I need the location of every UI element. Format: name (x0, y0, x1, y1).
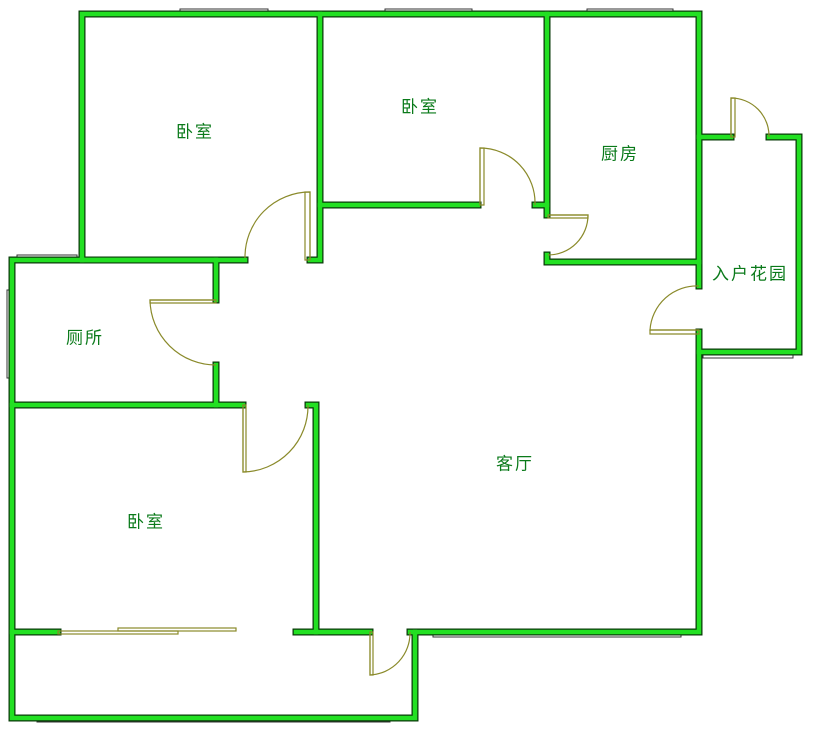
wall-segment (79, 11, 702, 263)
walls (8, 10, 803, 722)
wall-segment (696, 134, 802, 355)
wall-segment (305, 402, 373, 635)
room-label-living-room: 客厅 (496, 454, 534, 475)
wall-segment (544, 252, 702, 265)
wall-segment (532, 11, 550, 208)
room-label-toilet: 厕所 (66, 328, 104, 349)
room-label-kitchen: 厨房 (601, 144, 639, 165)
room-label-bedroom-top-middle: 卧室 (401, 97, 439, 118)
room-label-bedroom-top-left: 卧室 (176, 122, 214, 143)
windows (6, 8, 794, 723)
wall-segment (78, 10, 703, 264)
doors (57, 97, 770, 676)
room-label-entry-garden: 入户花园 (712, 264, 788, 285)
room-label-bedroom-bottom-left: 卧室 (127, 512, 165, 533)
wall-segment (8, 256, 703, 722)
wall-segment (695, 133, 803, 356)
wall-segment (9, 257, 702, 721)
wall-segment (307, 11, 323, 263)
